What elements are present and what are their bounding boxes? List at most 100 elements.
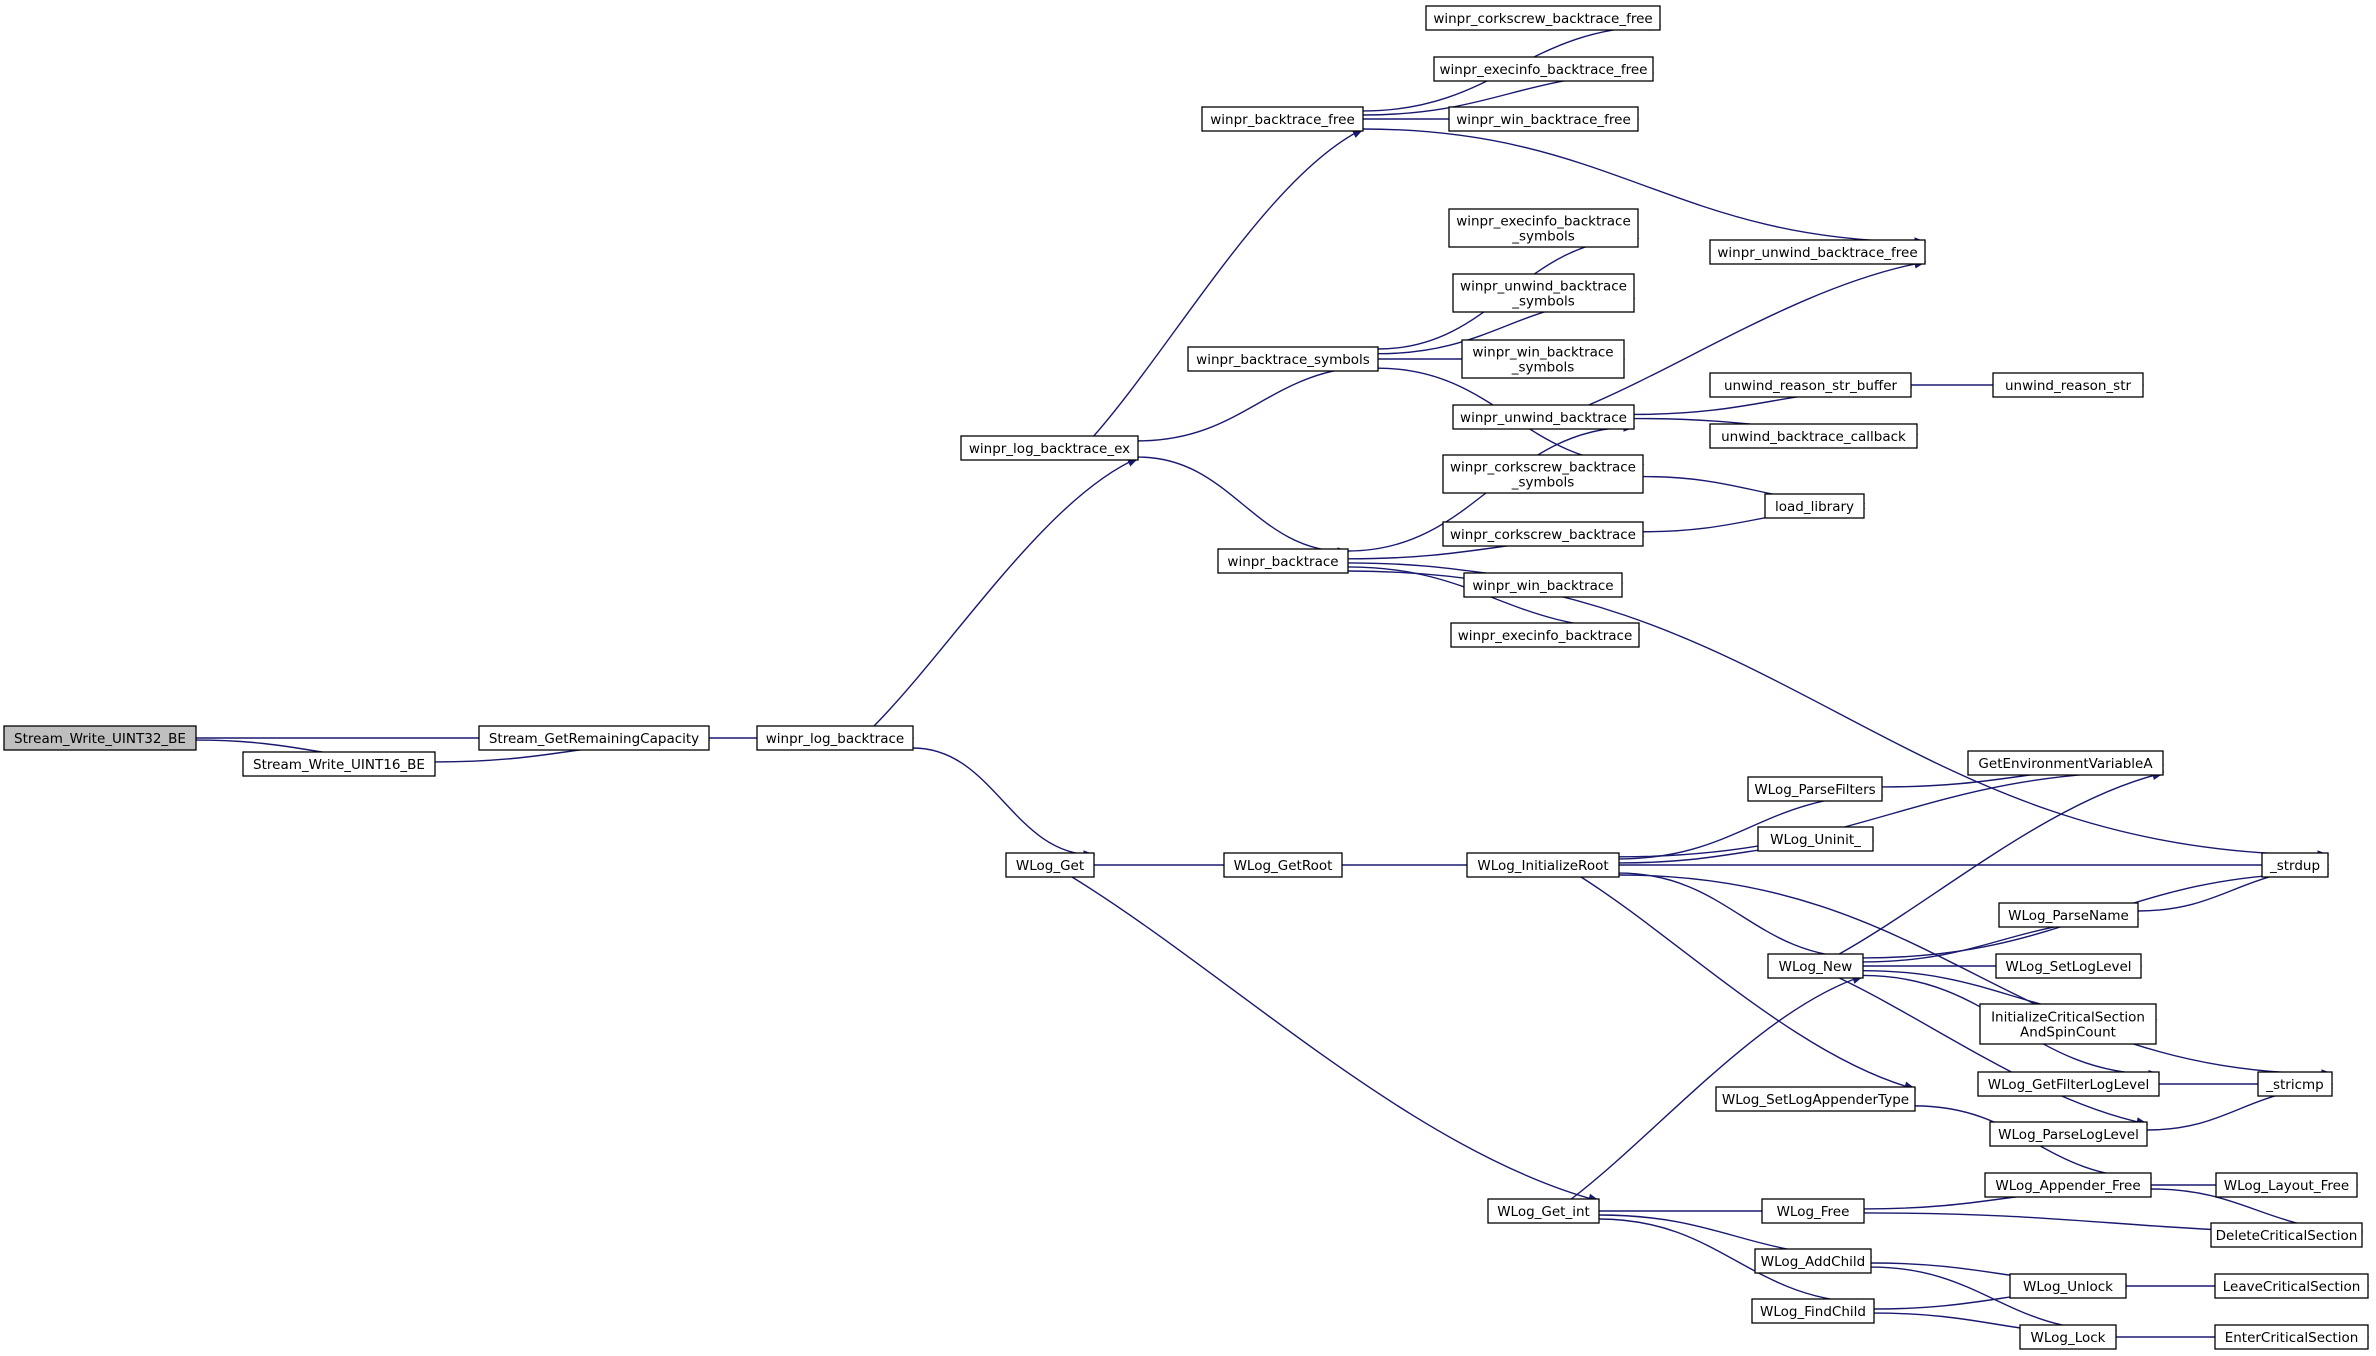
node-winpr-corkscrew-backtrace-free[interactable]: winpr_corkscrew_backtrace_free xyxy=(1425,5,1661,31)
node-winpr-unwind-backtrace-symbols[interactable]: winpr_unwind_backtrace_symbols xyxy=(1452,273,1635,313)
node-label: unwind_reason_str xyxy=(2005,378,2132,394)
node-label: WLog_Get xyxy=(1016,858,1084,874)
node-label: WLog_FindChild xyxy=(1760,1304,1866,1320)
node-box xyxy=(756,725,914,751)
node-label: WLog_GetFilterLogLevel xyxy=(1988,1077,2149,1093)
node-label: winpr_execinfo_backtrace_free xyxy=(1440,62,1648,78)
node-winpr-execinfo-backtrace[interactable]: winpr_execinfo_backtrace xyxy=(1450,622,1640,648)
node-stream-write-uint16-be[interactable]: Stream_Write_UINT16_BE xyxy=(242,751,436,777)
edge-winpr-backtrace-free-to-winpr-unwind-backtrace-free xyxy=(1362,128,1927,247)
node-label: winpr_unwind_backtrace_free xyxy=(1717,245,1917,261)
node-box xyxy=(1442,454,1644,494)
node-wlog-uninit[interactable]: WLog_Uninit_ xyxy=(1757,826,1874,852)
node-winpr-win-backtrace[interactable]: winpr_win_backtrace xyxy=(1463,572,1623,598)
node-winpr-corkscrew-backtrace[interactable]: winpr_corkscrew_backtrace xyxy=(1442,521,1644,547)
node-stream-getremainingcapacity[interactable]: Stream_GetRemainingCapacity xyxy=(478,725,710,751)
node-wlog-initializeroot[interactable]: WLog_InitializeRoot xyxy=(1466,852,1620,878)
node-label: LeaveCriticalSection xyxy=(2223,1279,2361,1295)
node-box xyxy=(1977,1071,2160,1097)
node-label: WLog_InitializeRoot xyxy=(1477,858,1608,874)
node-box xyxy=(2214,1324,2369,1350)
node-box xyxy=(2215,1172,2358,1198)
node-winpr-backtrace[interactable]: winpr_backtrace xyxy=(1217,548,1349,574)
node-wlog-setloglevel[interactable]: WLog_SetLogLevel xyxy=(1995,953,2142,979)
node-wlog-get-int[interactable]: WLog_Get_int xyxy=(1487,1198,1600,1224)
node-stream-write-uint32-be[interactable]: Stream_Write_UINT32_BE xyxy=(3,725,197,751)
node-deletecriticalsection[interactable]: DeleteCriticalSection xyxy=(2210,1222,2363,1248)
node-winpr-backtrace-free[interactable]: winpr_backtrace_free xyxy=(1201,106,1364,132)
node-box xyxy=(1995,953,2142,979)
node-wlog-findchild[interactable]: WLog_FindChild xyxy=(1751,1298,1875,1324)
node-label: winpr_win_backtrace_free xyxy=(1456,112,1631,128)
node-wlog-layout-free[interactable]: WLog_Layout_Free xyxy=(2215,1172,2358,1198)
node-winpr-corkscrew-backtrace-symbols[interactable]: winpr_corkscrew_backtrace_symbols xyxy=(1442,454,1644,494)
edge-line xyxy=(1580,876,1916,1090)
node-label: winpr_win_backtrace xyxy=(1472,345,1613,361)
node-wlog-getroot[interactable]: WLog_GetRoot xyxy=(1223,852,1343,878)
node-wlog-unlock[interactable]: WLog_Unlock xyxy=(2009,1273,2127,1299)
node-label: load_library xyxy=(1775,499,1854,515)
node-wlog-new[interactable]: WLog_New xyxy=(1767,953,1864,979)
node-wlog-parseloglevel[interactable]: WLog_ParseLogLevel xyxy=(1989,1121,2148,1147)
edge-line xyxy=(1618,874,2333,1075)
node-box xyxy=(1201,106,1364,132)
node-unwind-reason-str[interactable]: unwind_reason_str xyxy=(1992,372,2144,398)
edge-line xyxy=(873,457,1139,727)
node-stricmp[interactable]: _stricmp xyxy=(2257,1071,2333,1097)
node-label: winpr_execinfo_backtrace xyxy=(1458,628,1633,644)
node-winpr-log-backtrace-ex[interactable]: winpr_log_backtrace_ex xyxy=(960,435,1139,461)
node-wlog-lock[interactable]: WLog_Lock xyxy=(2019,1324,2117,1350)
node-unwind-backtrace-callback[interactable]: unwind_backtrace_callback xyxy=(1709,423,1918,449)
edge-wlog-initializeroot-to-getenvironmentvariablea xyxy=(1618,766,2165,858)
node-wlog-parsename[interactable]: WLog_ParseName xyxy=(1998,902,2139,928)
node-winpr-unwind-backtrace-free[interactable]: winpr_unwind_backtrace_free xyxy=(1709,239,1926,265)
node-wlog-addchild[interactable]: WLog_AddChild xyxy=(1754,1248,1872,1274)
node-load-library[interactable]: load_library xyxy=(1764,493,1865,519)
node-label: winpr_log_backtrace xyxy=(766,731,904,747)
node-winpr-unwind-backtrace[interactable]: winpr_unwind_backtrace xyxy=(1452,404,1635,430)
node-box xyxy=(1754,1248,1872,1274)
node-box xyxy=(1466,852,1620,878)
node-strdup[interactable]: _strdup xyxy=(2261,852,2329,878)
node-entercriticalsection[interactable]: EnterCriticalSection xyxy=(2214,1324,2369,1350)
node-winpr-execinfo-backtrace-free[interactable]: winpr_execinfo_backtrace_free xyxy=(1433,56,1654,82)
edge-line xyxy=(1137,456,1349,553)
node-label: unwind_reason_str_buffer xyxy=(1724,378,1898,394)
node-label: WLog_Layout_Free xyxy=(2224,1178,2350,1194)
node-label: WLog_Uninit_ xyxy=(1770,832,1861,848)
node-winpr-win-backtrace-symbols[interactable]: winpr_win_backtrace_symbols xyxy=(1461,339,1625,379)
node-box xyxy=(1452,273,1635,313)
node-label: GetEnvironmentVariableA xyxy=(1978,756,2153,772)
node-winpr-backtrace-symbols[interactable]: winpr_backtrace_symbols xyxy=(1187,346,1379,372)
node-box xyxy=(1984,1172,2152,1198)
node-box xyxy=(3,725,197,751)
node-label: EnterCriticalSection xyxy=(2225,1330,2359,1346)
node-label: _stricmp xyxy=(2265,1077,2324,1093)
node-label: WLog_SetLogAppenderType xyxy=(1722,1092,1909,1108)
node-box xyxy=(1487,1198,1600,1224)
node-winpr-log-backtrace[interactable]: winpr_log_backtrace xyxy=(756,725,914,751)
node-winpr-execinfo-backtrace-symbols[interactable]: winpr_execinfo_backtrace_symbols xyxy=(1448,208,1639,248)
node-label: AndSpinCount xyxy=(2020,1025,2116,1041)
edge-line xyxy=(1618,770,2164,858)
node-box xyxy=(1989,1121,2148,1147)
edge-line xyxy=(1838,977,2148,1125)
node-wlog-setlogappendertype[interactable]: WLog_SetLogAppenderType xyxy=(1715,1086,1916,1112)
node-box xyxy=(1448,106,1639,132)
node-wlog-get[interactable]: WLog_Get xyxy=(1005,852,1095,878)
edge-winpr-backtrace-to-strdup xyxy=(1347,570,2330,860)
node-leavecriticalsection[interactable]: LeaveCriticalSection xyxy=(2214,1273,2369,1299)
node-unwind-reason-str-buffer[interactable]: unwind_reason_str_buffer xyxy=(1709,372,1912,398)
node-wlog-parsefilters[interactable]: WLog_ParseFilters xyxy=(1747,776,1883,802)
node-wlog-getfilterloglevel[interactable]: WLog_GetFilterLogLevel xyxy=(1977,1071,2160,1097)
node-winpr-win-backtrace-free[interactable]: winpr_win_backtrace_free xyxy=(1448,106,1639,132)
node-box xyxy=(1764,493,1865,519)
edge-line xyxy=(1570,975,1864,1200)
edge-line xyxy=(1347,570,2329,856)
node-wlog-free[interactable]: WLog_Free xyxy=(1761,1198,1865,1224)
node-getenvironmentvariablea[interactable]: GetEnvironmentVariableA xyxy=(1967,750,2164,776)
node-wlog-appender-free[interactable]: WLog_Appender_Free xyxy=(1984,1172,2152,1198)
node-label: WLog_ParseLogLevel xyxy=(1998,1127,2139,1143)
node-box xyxy=(1461,339,1625,379)
